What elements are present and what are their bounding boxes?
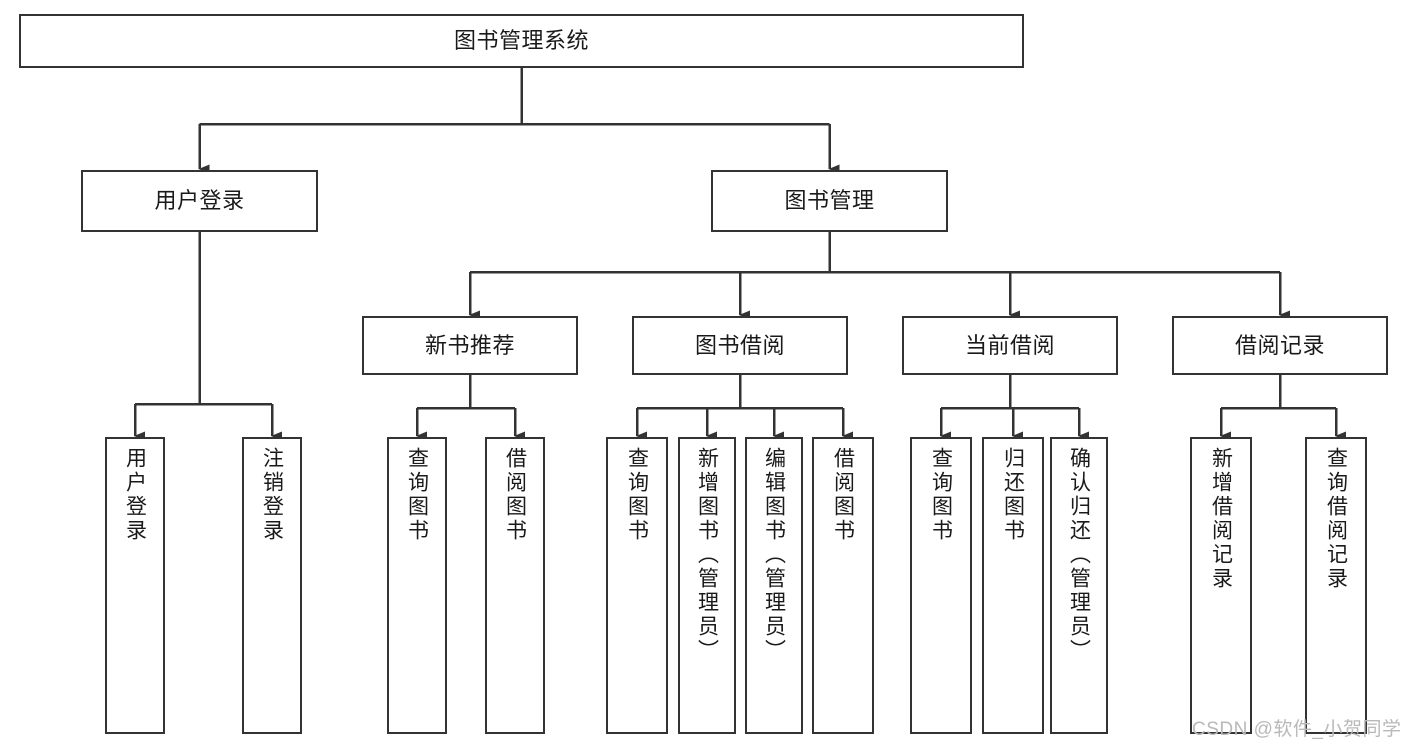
node-new-book-rec[interactable]: 新书推荐 [362,316,578,375]
node-label-leaf-rec-borrow: 借阅图书 [503,447,527,543]
node-user-login[interactable]: 用户登录 [81,170,318,232]
node-label-leaf-cb-query: 查询图书 [929,447,953,543]
node-label-leaf-cb-return: 归还图书 [1001,447,1025,543]
node-label-root: 图书管理系统 [453,28,589,54]
node-leaf-rec-query[interactable]: 查询图书 [387,437,447,734]
node-book-borrow[interactable]: 图书借阅 [632,316,848,375]
node-leaf-cb-confirm[interactable]: 确认归还（管理员） [1050,437,1108,734]
node-leaf-bb-borrow[interactable]: 借阅图书 [812,437,874,734]
node-label-book-borrow: 图书借阅 [694,332,785,358]
node-leaf-user-login[interactable]: 用户登录 [105,437,165,734]
node-leaf-rec-borrow[interactable]: 借阅图书 [485,437,545,734]
node-borrow-record[interactable]: 借阅记录 [1172,316,1388,375]
node-label-leaf-bb-query: 查询图书 [625,447,649,543]
node-book-manage[interactable]: 图书管理 [711,170,948,232]
node-leaf-bb-edit[interactable]: 编辑图书（管理员） [745,437,803,734]
node-label-leaf-user-logout: 注销登录 [260,447,284,543]
node-label-leaf-cb-confirm: 确认归还（管理员） [1067,447,1091,663]
node-label-book-manage: 图书管理 [784,188,875,214]
node-label-leaf-br-query: 查询借阅记录 [1324,447,1348,591]
node-leaf-br-add[interactable]: 新增借阅记录 [1190,437,1252,734]
node-leaf-bb-query[interactable]: 查询图书 [606,437,668,734]
node-label-leaf-bb-add: 新增图书（管理员） [695,447,719,663]
node-leaf-user-logout[interactable]: 注销登录 [242,437,302,734]
node-label-leaf-br-add: 新增借阅记录 [1209,447,1233,591]
node-leaf-cb-query[interactable]: 查询图书 [910,437,972,734]
node-label-borrow-record: 借阅记录 [1234,332,1325,358]
node-label-leaf-bb-edit: 编辑图书（管理员） [762,447,786,663]
node-label-leaf-bb-borrow: 借阅图书 [831,447,855,543]
node-leaf-cb-return[interactable]: 归还图书 [982,437,1044,734]
node-leaf-bb-add[interactable]: 新增图书（管理员） [678,437,736,734]
node-leaf-br-query[interactable]: 查询借阅记录 [1305,437,1367,734]
node-label-current-borrow: 当前借阅 [964,332,1055,358]
node-label-leaf-user-login: 用户登录 [123,447,147,543]
node-current-borrow[interactable]: 当前借阅 [902,316,1118,375]
node-label-leaf-rec-query: 查询图书 [405,447,429,543]
node-root[interactable]: 图书管理系统 [19,14,1024,68]
node-label-user-login: 用户登录 [154,188,245,214]
node-label-new-book-rec: 新书推荐 [424,332,515,358]
